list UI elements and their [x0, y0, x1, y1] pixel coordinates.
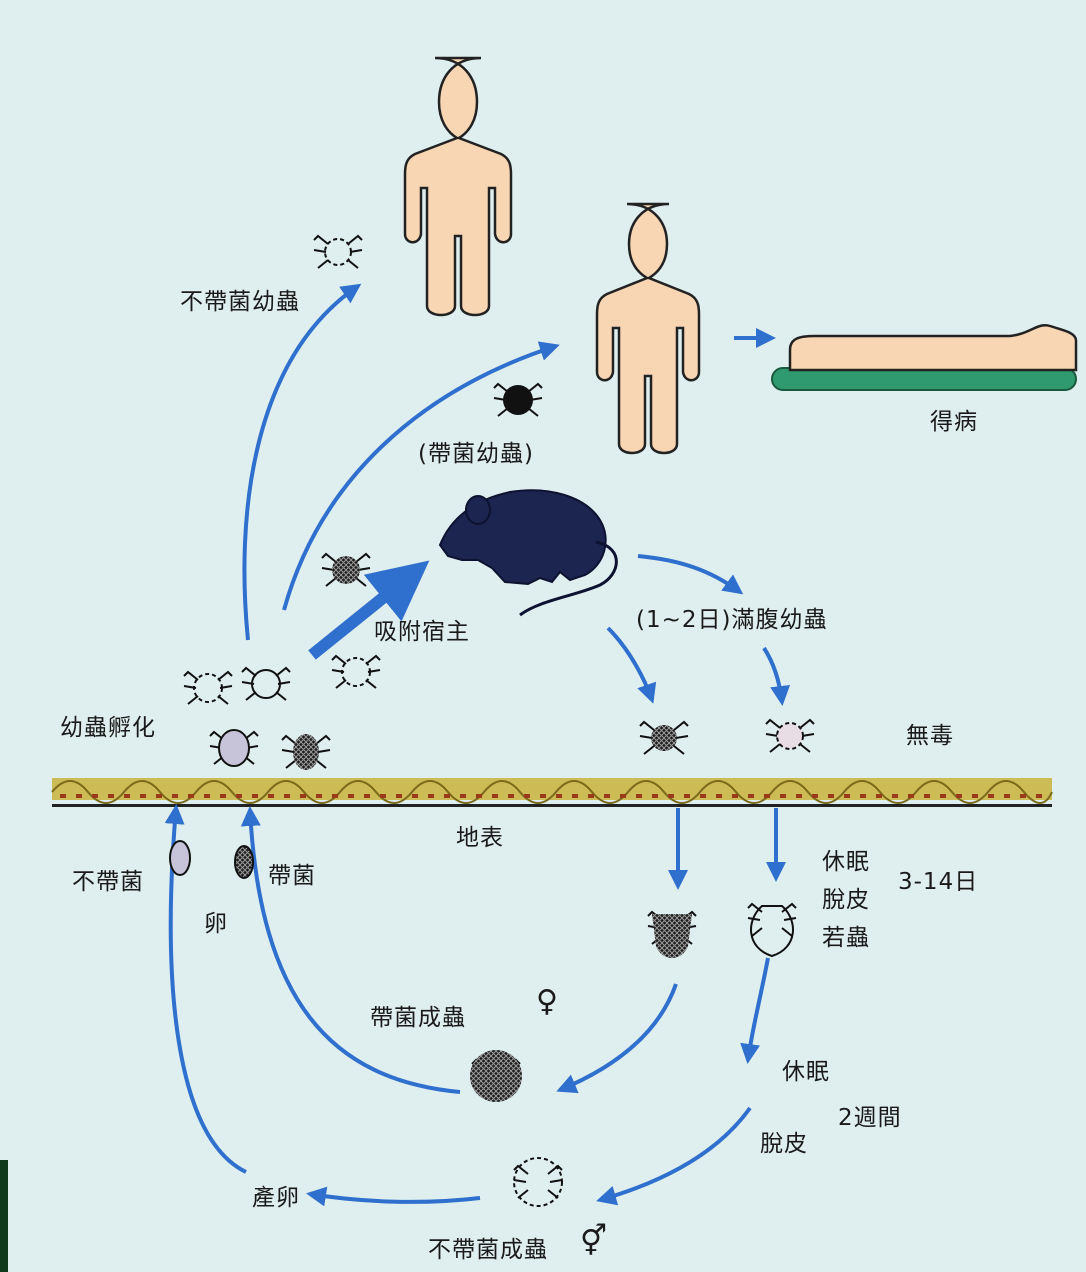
- female-symbol: ♀: [536, 984, 559, 1019]
- male-female-symbol: ⚥: [580, 1224, 608, 1259]
- label-infected: 帶菌: [268, 856, 316, 890]
- label-disease: 得病: [930, 402, 978, 436]
- label-uninfected-adult: 不帶菌成蟲: [428, 1230, 548, 1264]
- label-dormancy-2: 休眠: [782, 1052, 830, 1086]
- rat-icon: [440, 490, 616, 615]
- bed-icon: [772, 325, 1076, 390]
- label-infected-adult: 帶菌成蟲: [370, 998, 466, 1032]
- label-attach-host: 吸附宿主: [374, 612, 470, 646]
- label-egg: 卵: [204, 904, 228, 938]
- label-nontoxic: 無毒: [906, 716, 954, 750]
- egg-icon: [170, 841, 253, 878]
- label-molt-1: 脫皮: [822, 880, 870, 914]
- label-dormancy-1: 休眠: [822, 842, 870, 876]
- label-infected-larva: (帶菌幼蟲): [418, 434, 534, 468]
- human-figure-icon: [405, 58, 511, 315]
- label-days: 3-14日: [898, 862, 978, 896]
- label-lay-eggs: 產卵: [252, 1178, 300, 1212]
- label-engorged: (1~2日)滿腹幼蟲: [636, 600, 827, 634]
- label-uninfected: 不帶菌: [72, 862, 144, 896]
- label-uninfected-larva: 不帶菌幼蟲: [180, 282, 300, 316]
- label-weeks: 2週間: [838, 1098, 902, 1132]
- label-hatch: 幼蟲孵化: [60, 708, 156, 742]
- corner-bar: [0, 1160, 8, 1272]
- ground-surface: [52, 778, 1052, 807]
- label-nymph: 若蟲: [822, 918, 870, 952]
- human-figure-icon: [597, 204, 699, 453]
- label-molt-2: 脫皮: [760, 1124, 808, 1158]
- label-surface: 地表: [456, 818, 504, 852]
